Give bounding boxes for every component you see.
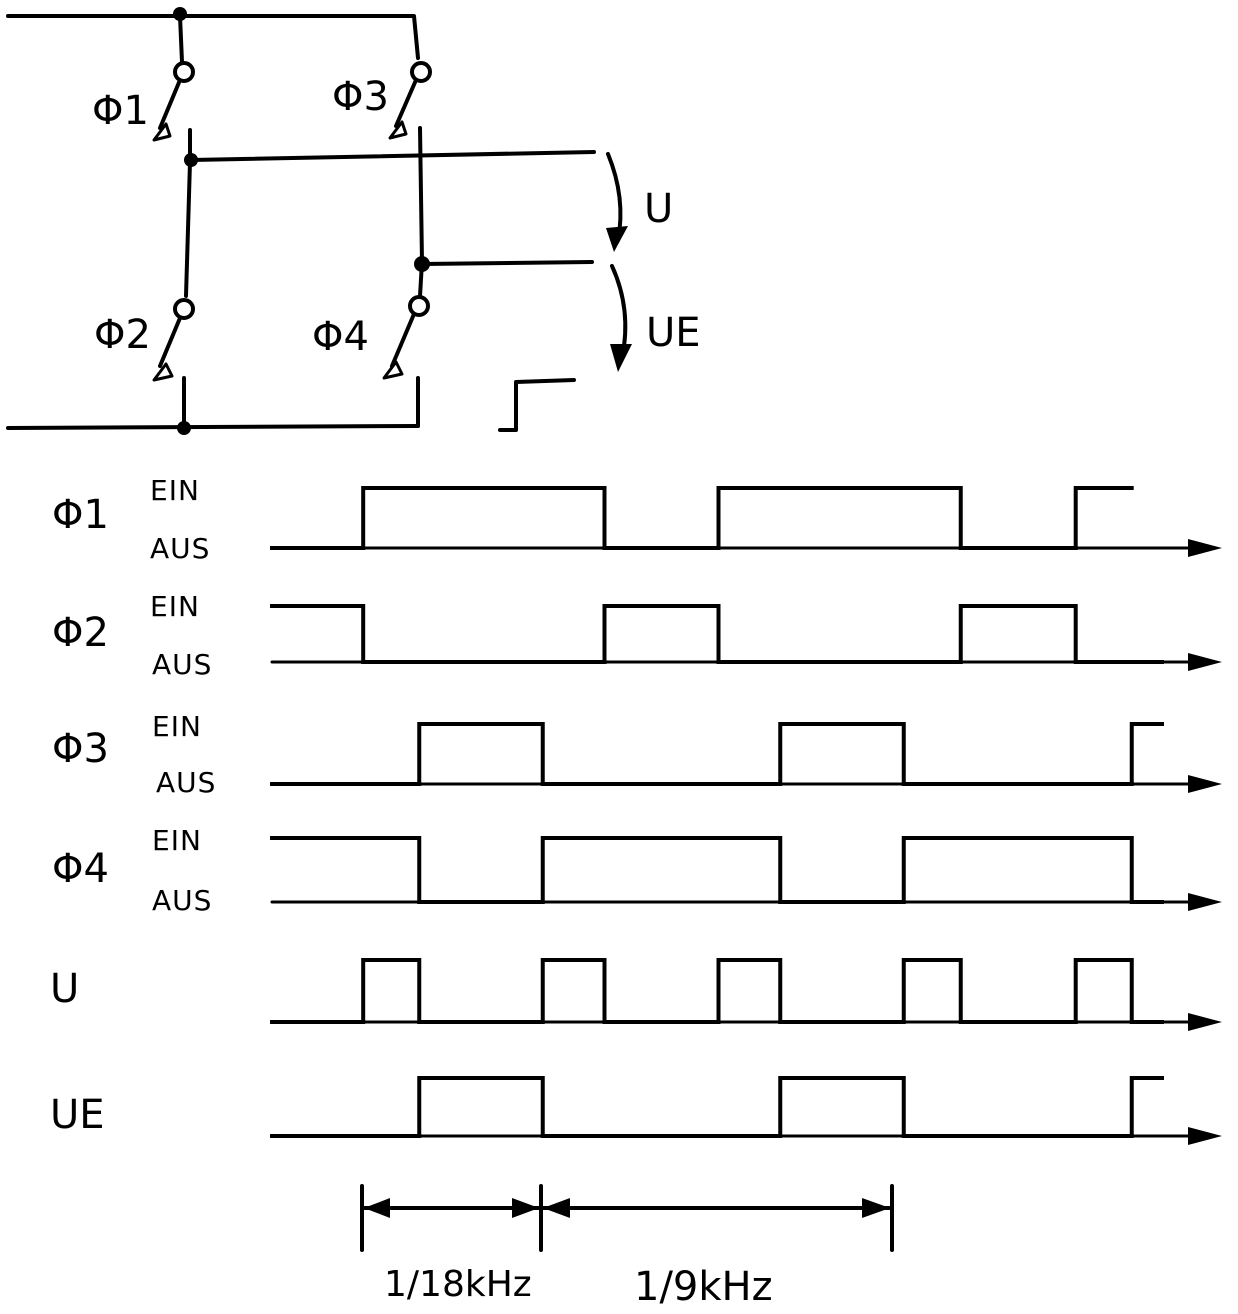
bottom-junction-dot (177, 421, 191, 435)
waveform-phi4 (270, 836, 1164, 904)
timing-label-phi1: Φ1 (52, 492, 109, 538)
waveform-phi2 (270, 604, 1164, 664)
timing-phi4-off-label: AUS (152, 884, 212, 917)
switch-phi3 (388, 61, 432, 140)
waveform-u (270, 958, 1164, 1024)
switch-phi2 (152, 298, 195, 382)
timing-phi4-on-label: EIN (152, 824, 202, 857)
switch-phi1 (152, 61, 195, 142)
top-rail (6, 14, 420, 60)
timing-diagram: Φ1 EIN AUS Φ2 EIN AUS Φ3 EIN AUS Φ4 EIN … (50, 474, 1222, 1310)
switch-phi4 (382, 295, 430, 380)
dim-label-9khz: 1/9kHz (634, 1264, 773, 1310)
label-ue: UE (646, 310, 701, 356)
timing-label-ue: UE (50, 1092, 105, 1138)
top-junction-dot (173, 7, 187, 21)
left-top-wire (178, 14, 184, 64)
period-dimensions: 1/18kHz 1/9kHz (360, 1184, 894, 1310)
timing-axis-arrow-phi1 (1188, 539, 1222, 557)
label-phi2: Φ2 (94, 312, 151, 358)
timing-label-phi4: Φ4 (52, 846, 109, 892)
label-u: U (644, 186, 673, 232)
timing-phi1-off-label: AUS (150, 532, 210, 565)
timing-axis-arrow-phi2 (1188, 653, 1222, 671)
timing-label-u: U (50, 966, 79, 1012)
label-phi3: Φ3 (332, 74, 389, 120)
timing-axis-arrow-u (1188, 1013, 1222, 1031)
dim-arrow-3 (543, 1198, 570, 1218)
timing-axis-arrow-phi3 (1188, 775, 1222, 793)
label-phi4: Φ4 (312, 314, 369, 360)
timing-axis-arrow-phi4 (1188, 893, 1222, 911)
timing-phi3-on-label: EIN (152, 710, 202, 743)
bottom-rail (6, 424, 420, 430)
u-voltage-arrow (606, 152, 628, 252)
circuit: Φ1 Φ3 Φ2 Φ4 U UE (6, 7, 701, 435)
label-phi1: Φ1 (92, 88, 149, 134)
u-lower-terminal-wire (420, 260, 594, 266)
timing-phi3-off-label: AUS (156, 766, 216, 799)
waveform-ue (270, 1076, 1164, 1138)
dim-arrow-4 (862, 1198, 890, 1218)
timing-phi2-on-label: EIN (150, 590, 200, 623)
dim-arrow-2 (512, 1198, 539, 1218)
timing-label-phi3: Φ3 (52, 726, 109, 772)
dim-arrow-1 (364, 1198, 390, 1218)
waveform-phi3 (270, 722, 1164, 786)
u-upper-terminal-wire (189, 150, 596, 162)
step-input-symbol (498, 378, 576, 432)
dim-label-18khz: 1/18kHz (384, 1264, 532, 1305)
timing-phi1-on-label: EIN (150, 474, 200, 507)
waveforms (270, 486, 1222, 1145)
ue-voltage-arrow (610, 264, 632, 372)
timing-phi2-off-label: AUS (152, 648, 212, 681)
timing-axis-arrow-ue (1188, 1127, 1222, 1145)
timing-label-phi2: Φ2 (52, 610, 109, 656)
waveform-phi1 (270, 486, 1134, 550)
